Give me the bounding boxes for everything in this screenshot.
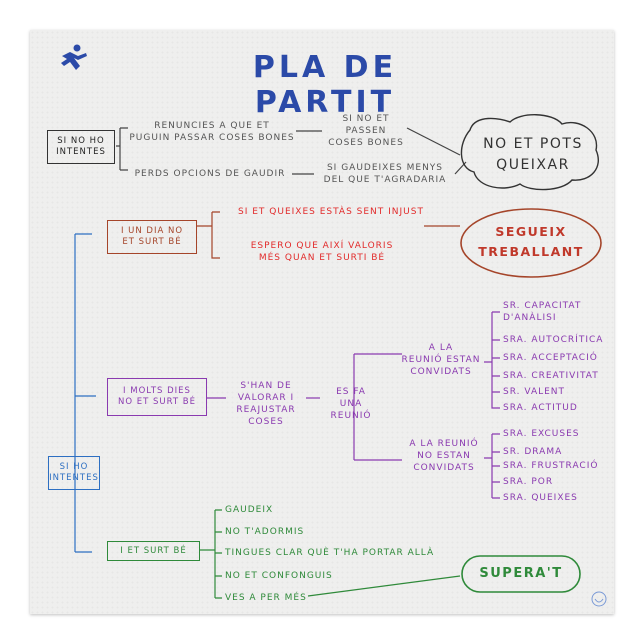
consequence-1: RENUNCIES A QUE ET PUGUIN PASSAR COSES B…: [129, 121, 295, 143]
poster-paper: [30, 30, 614, 614]
running-figure-icon: [61, 44, 87, 70]
branch-un-dia-box: I UN DIA NO ET SURT BÉ: [107, 220, 197, 254]
not-invited-item: SRA. EXCUSES: [503, 429, 580, 439]
branch-et-surt-be-box: I ET SURT BÉ: [107, 541, 200, 561]
not-invited-label: A LA REUNIÓ NO ESTAN CONVIDATS: [409, 439, 479, 473]
outcome-supera-t: SUPERA'T: [479, 566, 563, 581]
invited-label: A LA REUNIÓ ESTAN CONVIDATS: [401, 343, 481, 377]
page-title: PLA DE PARTIT: [252, 50, 398, 120]
invited-item: SRA. AUTOCRÍTICA: [503, 335, 604, 345]
invited-item: SRA. ACCEPTACIÓ: [503, 353, 598, 363]
branch3-item: TINGUES CLAR QUÈ T'HA PORTAR ALLÀ: [225, 548, 435, 558]
not-invited-item: SRA. POR: [503, 477, 554, 487]
outcome-pill: [461, 555, 581, 593]
not-invited-item: SRA. FRUSTRACIÓ: [503, 461, 599, 471]
invited-item: SRA. CREATIVITAT: [503, 371, 599, 381]
branch-molts-dies-box: I MOLTS DIES NO ET SURT BÉ: [107, 378, 207, 416]
branch1-item-1: SI ET QUEIXES ESTÀS SENT INJUST: [238, 207, 424, 217]
branch2-step-1: S'HAN DE VALORAR I REAJUSTAR COSES: [236, 381, 296, 427]
branch2-step-2: ES FA UNA REUNIÓ: [330, 387, 372, 421]
brand-logo-icon: [591, 591, 607, 607]
consequence-1-result: SI NO ET PASSEN COSES BONES: [328, 114, 404, 148]
outcome-segueix-treballant: SEGUEIX TREBALLANT: [478, 224, 584, 259]
branch3-item: VES A PER MÉS: [225, 593, 307, 603]
consequence-2: PERDS OPCIONS DE GAUDIR: [134, 169, 286, 179]
invited-item: SR. VALENT: [503, 387, 566, 397]
branch1-item-2: ESPERO QUE AIXÍ VALORIS MÉS QUAN ET SURT…: [250, 241, 394, 263]
not-invited-item: SRA. QUEIXES: [503, 493, 578, 503]
branch3-item: NO T'ADORMIS: [225, 527, 305, 537]
outcome-cloud-shape: [460, 114, 599, 191]
outcome-no-et-pots-queixar: NO ET POTS QUEIXAR: [483, 136, 583, 173]
outcome-ellipse: [460, 208, 602, 278]
not-invited-item: SR. DRAMA: [503, 447, 563, 457]
invited-item: SRA. ACTITUD: [503, 403, 578, 413]
consequence-2-result: SI GAUDEIXES MENYS DEL QUE T'AGRADARIA: [323, 163, 447, 185]
si-no-ho-intentes-box: SI NO HO INTENTES: [47, 130, 115, 164]
invited-item: SR. CAPACITAT D'ANÀLISI: [503, 301, 582, 323]
branch3-item: GAUDEIX: [225, 505, 274, 515]
branch3-item: NO ET CONFONGUIS: [225, 571, 333, 581]
si-ho-intentes-box: SI HO INTENTES: [48, 456, 100, 490]
